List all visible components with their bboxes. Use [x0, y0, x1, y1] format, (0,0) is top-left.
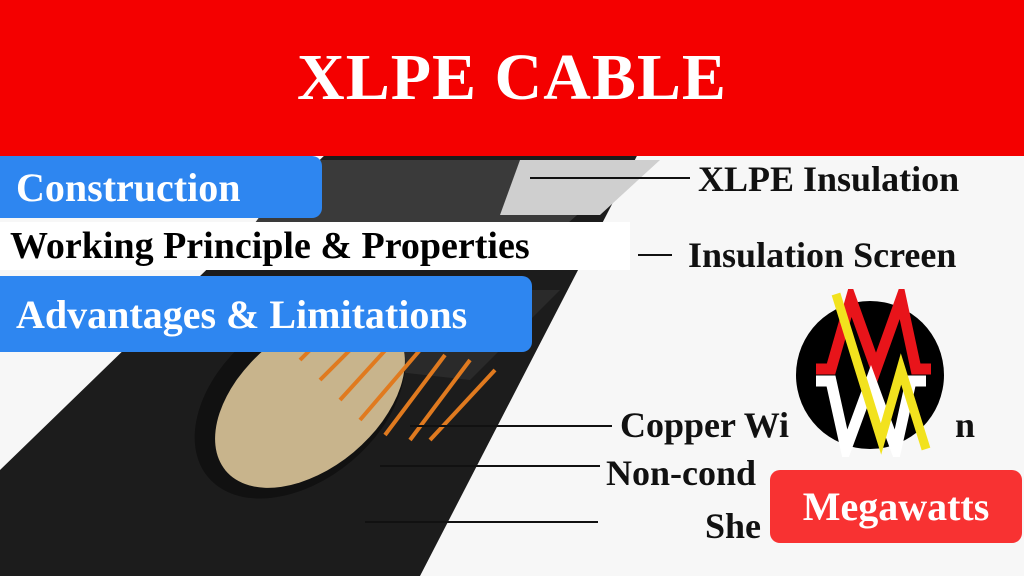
- tag-construction: Construction: [0, 156, 322, 218]
- brand-badge: Megawatts: [770, 470, 1022, 543]
- tag-advantages: Advantages & Limitations: [0, 276, 532, 352]
- tag-working-principle: Working Principle & Properties: [0, 222, 630, 270]
- label-insulation-screen: Insulation Screen: [688, 235, 957, 275]
- page-title: XLPE CABLE: [297, 41, 727, 114]
- label-xlpe-insulation: XLPE Insulation: [698, 159, 960, 199]
- label-non-conducting-tape: Non-cond: [606, 453, 757, 493]
- label-copper-wire-screen: Copper Wi: [620, 405, 790, 445]
- megawatts-logo-icon: [796, 289, 944, 457]
- label-sheath: She: [705, 506, 762, 546]
- title-banner: XLPE CABLE: [0, 0, 1024, 156]
- label-copper-wire-screen-tail: n: [955, 405, 976, 445]
